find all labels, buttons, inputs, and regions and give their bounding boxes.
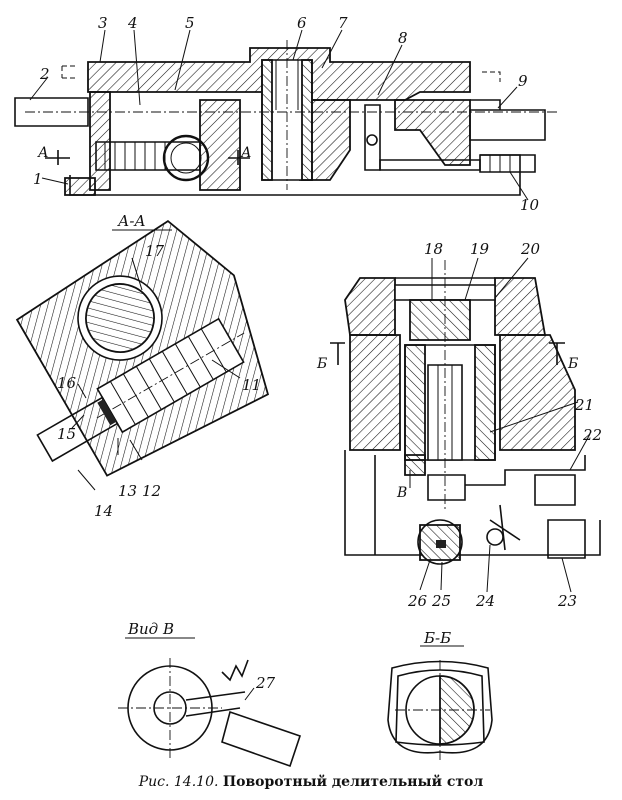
section-mark-v: В <box>396 485 407 501</box>
section-mark-a-right: А <box>240 145 252 161</box>
part-number-11: 11 <box>242 376 261 394</box>
section-mark-a-left: А <box>37 145 49 161</box>
section-bb-view <box>387 660 493 760</box>
part-number-10: 10 <box>520 196 540 214</box>
part-number-18: 18 <box>424 240 443 258</box>
section-mark-b-right: Б <box>567 356 578 372</box>
part-number-9: 9 <box>518 72 528 90</box>
part-number-24: 24 <box>475 592 495 610</box>
part-number-4: 4 <box>127 14 138 32</box>
part-number-7: 7 <box>338 14 348 32</box>
part-number-21: 21 <box>574 396 594 414</box>
section-aa-view <box>15 219 270 477</box>
part-number-23: 23 <box>557 592 577 610</box>
view-v <box>118 658 302 768</box>
part-number-1: 1 <box>33 170 43 188</box>
part-number-20: 20 <box>520 240 541 258</box>
part-number-27: 27 <box>255 674 276 692</box>
part-number-25: 25 <box>431 592 451 610</box>
part-number-12: 12 <box>142 482 161 500</box>
part-number-16: 16 <box>57 374 77 392</box>
part-number-15: 15 <box>57 425 76 443</box>
view-title-vid-v: Вид В <box>127 620 174 638</box>
part-number-19: 19 <box>470 240 490 258</box>
part-number-26: 26 <box>407 592 428 610</box>
figure-caption: Рис. 14.10. Поворотный делительный стол <box>0 774 622 790</box>
part-number-8: 8 <box>398 29 408 47</box>
caption-text: Поворотный делительный стол <box>222 774 484 790</box>
part-number-22: 22 <box>582 426 602 444</box>
part-number-13: 13 <box>118 482 137 500</box>
section-right-view: Б Б В <box>316 260 601 565</box>
section-title-aa: А-А <box>117 212 146 230</box>
caption-number: Рис. 14.10. <box>138 774 219 790</box>
part-number-6: 6 <box>297 14 307 32</box>
main-section-view: А А <box>14 29 560 201</box>
section-title-bb: Б-Б <box>423 629 451 647</box>
part-number-17: 17 <box>145 242 165 260</box>
part-number-5: 5 <box>185 14 195 32</box>
part-number-14: 14 <box>94 502 113 520</box>
section-mark-b-left: Б <box>316 356 327 372</box>
part-number-3: 3 <box>98 14 108 32</box>
part-number-2: 2 <box>39 65 50 83</box>
